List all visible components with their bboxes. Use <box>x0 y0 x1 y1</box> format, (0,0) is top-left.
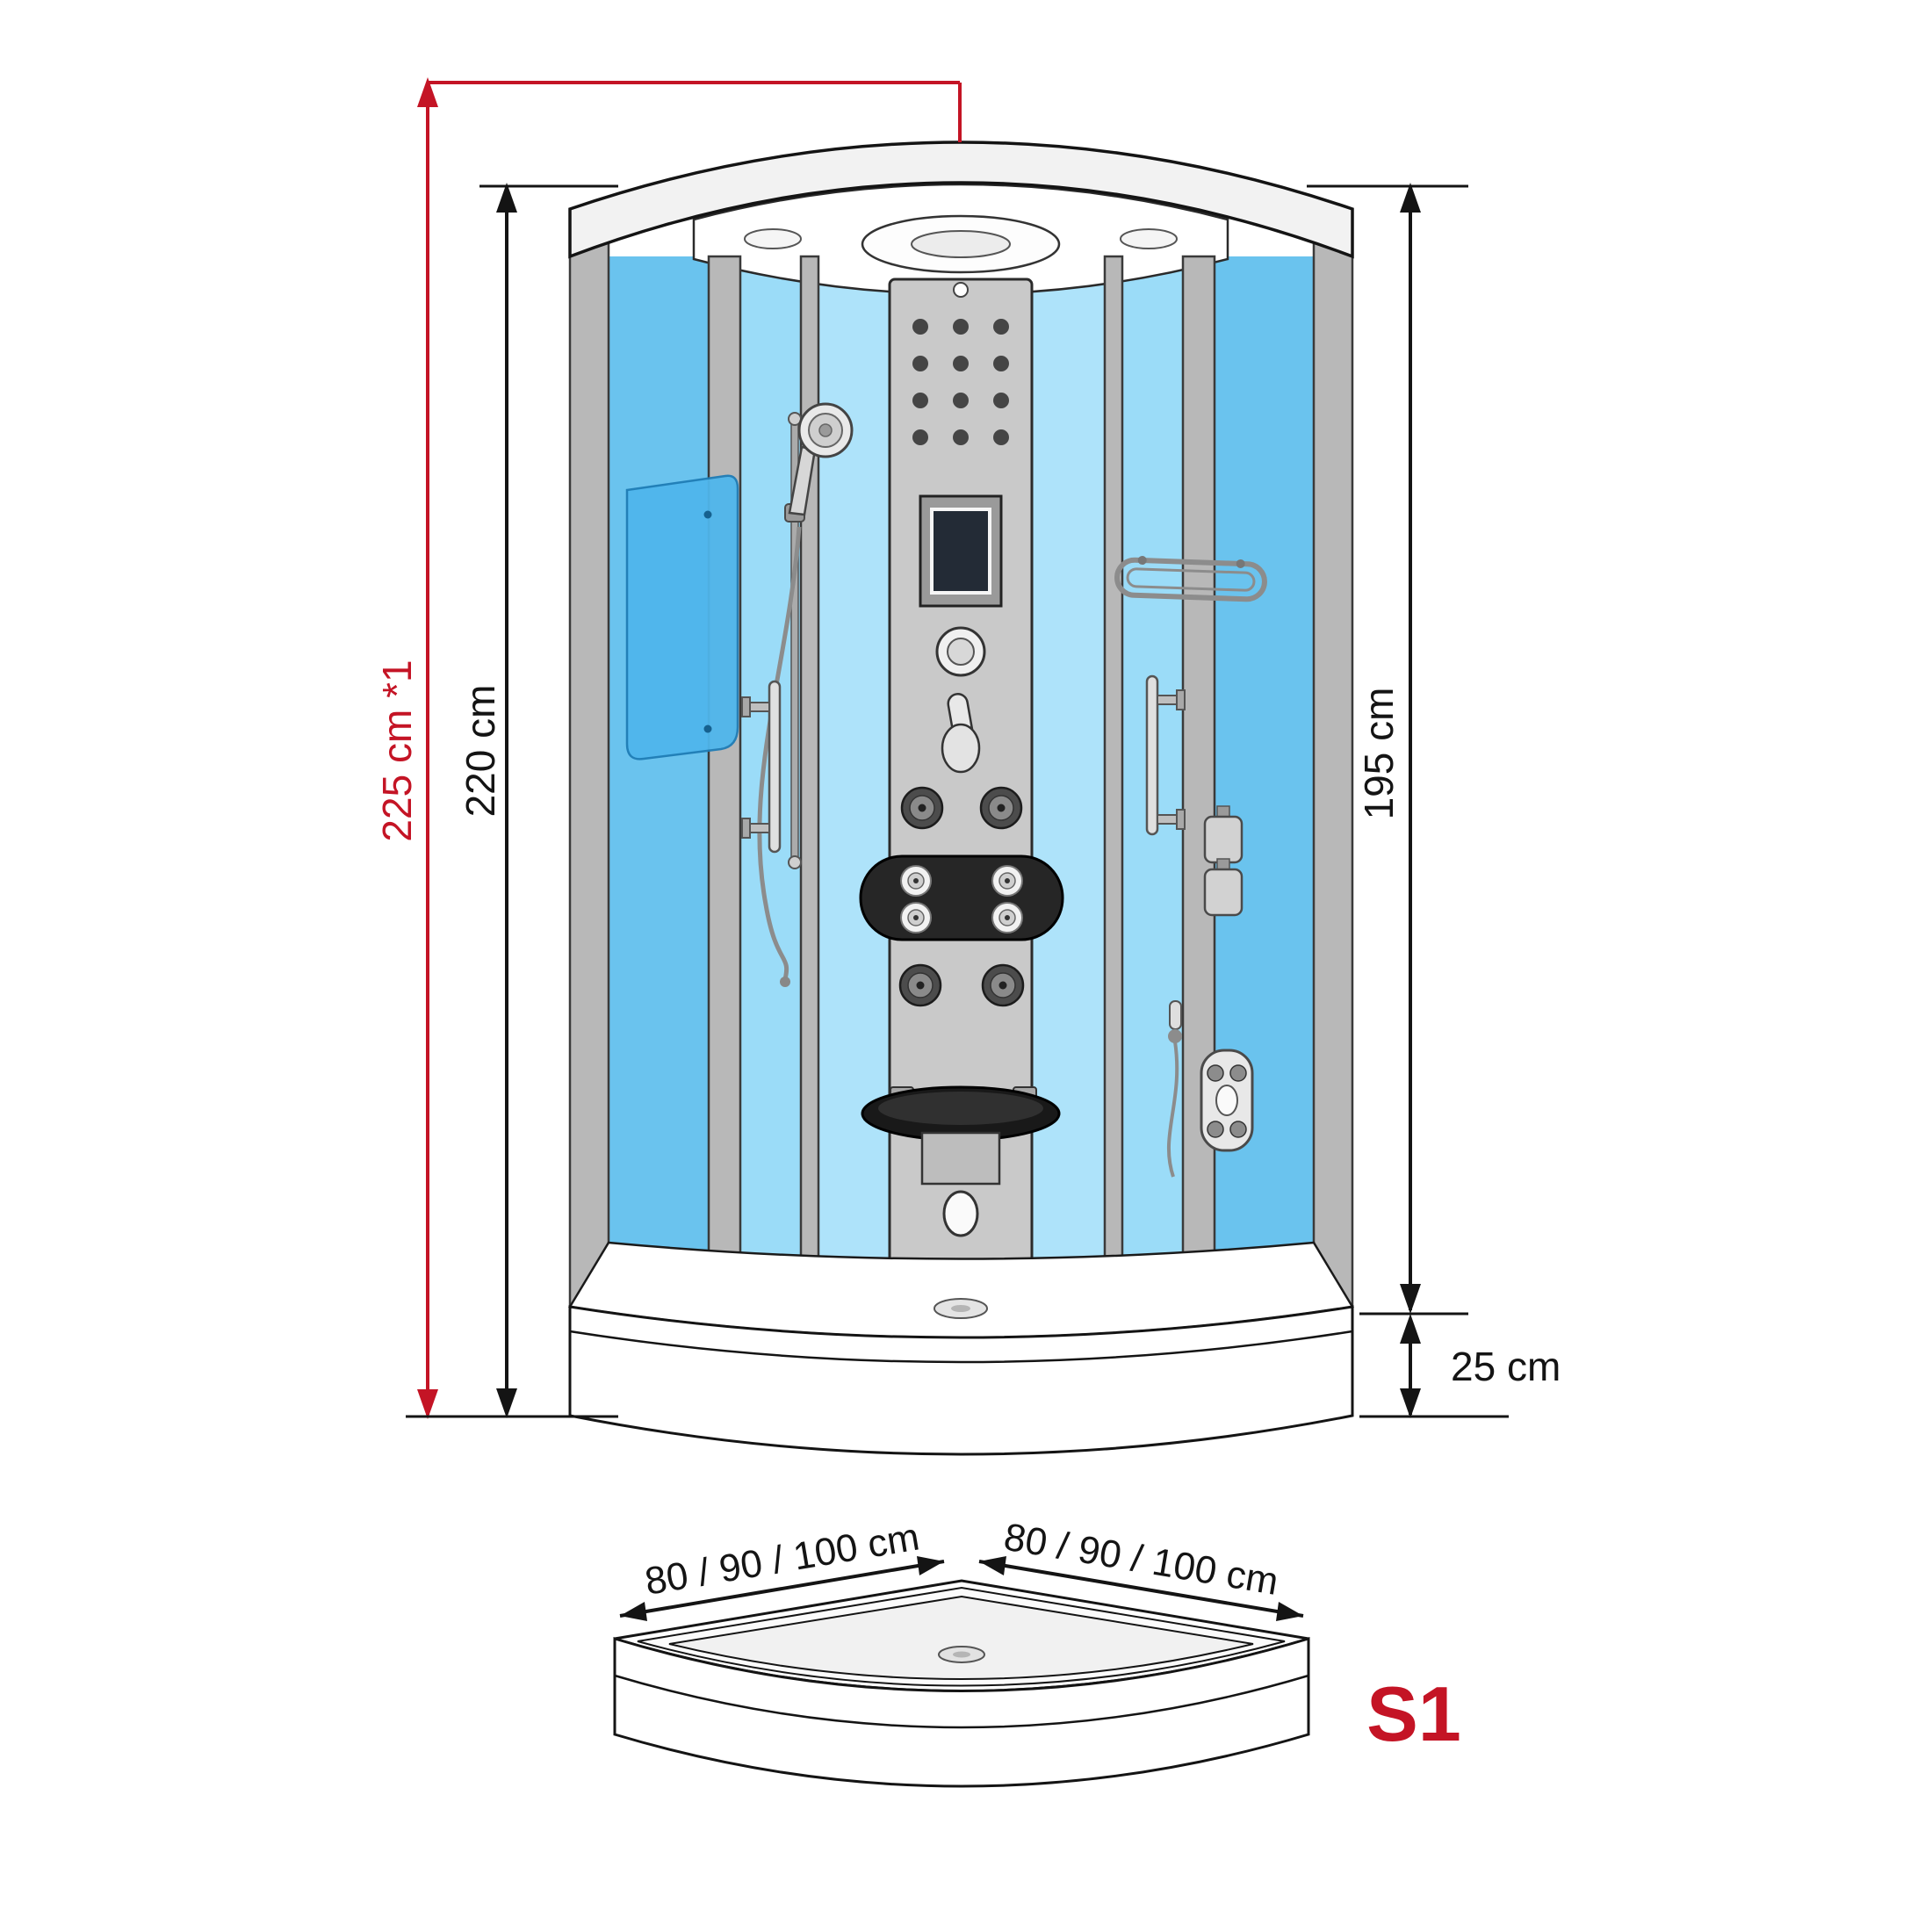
control-knob-inner <box>947 638 975 666</box>
base-tray-apron-line <box>614 1674 1309 1729</box>
cabin-height-label: 220 cm <box>458 685 503 818</box>
arrow-icon <box>917 1556 944 1575</box>
pad-jet <box>1229 1064 1247 1082</box>
arrow-up-icon <box>1400 1314 1421 1344</box>
tray-height-dimension: 25 cm <box>1359 1314 1561 1418</box>
towel-rack <box>1114 557 1267 602</box>
body-jet-grid <box>912 319 1009 445</box>
mixer-base <box>941 723 981 774</box>
control-column <box>859 278 1064 1280</box>
base-tray-illustration: 80 / 90 / 100 cm 80 / 90 / 100 cm <box>613 1515 1310 1788</box>
soap-dispenser <box>1203 868 1244 917</box>
massage-jet <box>979 786 1023 830</box>
grab-bar-right <box>1145 674 1159 836</box>
grab-bar-right-flange <box>1176 809 1186 830</box>
grab-bar-left-stem <box>749 823 770 833</box>
shower-rail-cap-bottom <box>788 855 802 869</box>
total-height-dimension: 225 cm *1 <box>374 77 962 1419</box>
glass-height-label: 195 cm <box>1356 688 1402 820</box>
shelf-screw <box>703 724 712 733</box>
shower-hose <box>757 526 802 980</box>
soap-dispenser <box>1203 815 1244 864</box>
headrest <box>859 854 1064 941</box>
towel-rack-mount <box>1137 556 1147 566</box>
ceiling-vent-left <box>744 228 802 249</box>
arrow-down-icon <box>496 1388 517 1418</box>
grab-bar-right-stem <box>1157 814 1178 825</box>
grab-bar-left-flange <box>741 818 751 839</box>
pad-center-oval <box>1215 1085 1238 1116</box>
arrow-up-icon <box>1400 183 1421 213</box>
tray-height-label: 25 cm <box>1451 1344 1561 1389</box>
cabin-height-dimension: 220 cm <box>406 183 618 1418</box>
roof-band <box>568 141 1354 259</box>
tray-front-apron <box>568 1305 1354 1456</box>
tray-rim-line <box>569 1330 1353 1364</box>
door-rail-right-inner <box>1103 255 1124 1293</box>
hose-end-connector <box>780 977 790 987</box>
hand-shower-face-center <box>818 423 833 437</box>
grab-bar-left <box>768 680 782 854</box>
hand-shower-right-bracket <box>1168 1029 1182 1043</box>
grab-bar-left-flange <box>741 696 751 717</box>
total-height-label: 225 cm *1 <box>374 660 420 841</box>
base-tray-floor <box>668 1595 1254 1680</box>
control-display-screen <box>930 508 991 595</box>
towel-rack-inner <box>1126 567 1256 592</box>
shower-hose-right <box>1166 1041 1179 1178</box>
arrow-icon <box>979 1556 1006 1575</box>
shower-cabin-illustration <box>567 141 1355 1456</box>
arrow-down-icon <box>1400 1388 1421 1418</box>
base-tray-drain-center <box>953 1651 970 1658</box>
arrow-up-icon <box>417 77 438 107</box>
tinted-glass-shelf <box>625 474 739 761</box>
door-rail-left-outer <box>707 255 742 1293</box>
grab-bar-right-flange <box>1176 689 1186 710</box>
arrow-down-icon <box>417 1389 438 1419</box>
grab-bar-right-stem <box>1157 695 1178 705</box>
glass-panel-left-outer <box>609 256 709 1291</box>
arrow-icon <box>1276 1602 1303 1621</box>
hand-shower-right <box>1169 1000 1182 1030</box>
pad-jet <box>1229 1121 1247 1138</box>
folding-seat-top <box>878 1092 1043 1125</box>
massage-jet <box>981 963 1025 1007</box>
grab-bar-left-stem <box>749 702 770 712</box>
pad-jet <box>1207 1064 1224 1082</box>
arrow-up-icon <box>496 183 517 213</box>
seat-support-box <box>920 1131 1001 1186</box>
floor-drain-center <box>951 1305 970 1312</box>
towel-rack-mount <box>1236 559 1245 568</box>
left-fixtures <box>625 402 854 987</box>
model-label: S1 <box>1366 1670 1461 1757</box>
glass-height-dimension: 195 cm <box>1307 183 1468 1316</box>
ceiling-dome-light-inner <box>911 230 1011 258</box>
arrow-icon <box>620 1602 647 1621</box>
massage-jet <box>900 786 944 830</box>
ceiling-vent-right <box>1120 228 1178 249</box>
steam-nozzle <box>953 282 969 298</box>
shelf-screw <box>703 510 712 519</box>
frame-post-right <box>1312 228 1354 1310</box>
right-fixtures <box>1114 556 1267 1178</box>
frame-post-left <box>568 228 610 1310</box>
arrow-down-icon <box>1400 1284 1421 1314</box>
headrest-jet <box>900 865 1023 934</box>
pad-jet <box>1207 1121 1224 1138</box>
massage-jet <box>898 963 942 1007</box>
column-foot-oval <box>942 1190 979 1237</box>
base-tray-apron <box>613 1636 1310 1788</box>
